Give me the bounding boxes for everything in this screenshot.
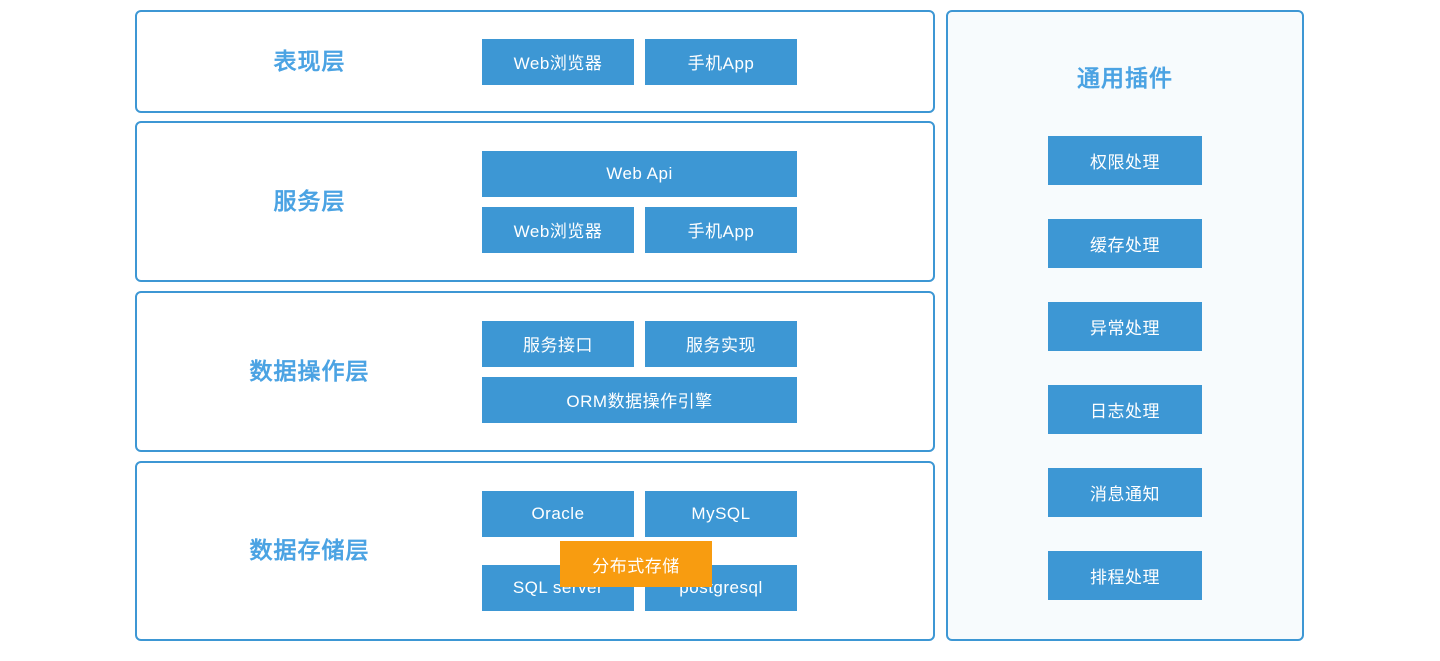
plugins-panel-title: 通用插件	[1077, 65, 1173, 91]
layer-title-data-operation: 数据操作层	[249, 357, 370, 384]
plugins-list: 权限处理 缓存处理 异常处理 日志处理 消息通知 排程处理	[948, 136, 1302, 600]
node-web-browser[interactable]: Web浏览器	[482, 206, 634, 253]
node-web-api[interactable]: Web Api	[482, 150, 797, 197]
node-oracle[interactable]: Oracle	[482, 491, 634, 537]
node-web-browser[interactable]: Web浏览器	[482, 38, 634, 85]
layer-title-data-storage: 数据存储层	[249, 537, 370, 564]
plugin-item-logging[interactable]: 日志处理	[1048, 385, 1202, 434]
node-service-implementation[interactable]: 服务实现	[645, 320, 797, 367]
plugin-item-message-notification[interactable]: 消息通知	[1048, 468, 1202, 517]
node-distributed-storage[interactable]: 分布式存储	[560, 541, 712, 587]
box-row: 服务接口 服务实现	[482, 320, 797, 367]
node-mysql[interactable]: MySQL	[645, 491, 797, 537]
layer-title-service: 服务层	[273, 187, 346, 214]
layer-title-presentation: 表现层	[273, 47, 346, 74]
layer-body-data-operation: 服务接口 服务实现 ORM数据操作引擎	[482, 320, 933, 423]
node-mobile-app[interactable]: 手机App	[645, 38, 797, 85]
layer-body-presentation: Web浏览器 手机App	[482, 38, 933, 85]
box-row: Web浏览器 手机App	[482, 38, 797, 85]
plugin-item-exception[interactable]: 异常处理	[1048, 302, 1202, 351]
plugin-item-cache[interactable]: 缓存处理	[1048, 219, 1202, 268]
layer-data-operation: 数据操作层 服务接口 服务实现 ORM数据操作引擎	[135, 291, 935, 452]
node-service-interface[interactable]: 服务接口	[482, 320, 634, 367]
plugin-item-scheduling[interactable]: 排程处理	[1048, 551, 1202, 600]
layer-service: 服务层 Web Api Web浏览器 手机App	[135, 121, 935, 282]
node-orm-engine[interactable]: ORM数据操作引擎	[482, 376, 797, 423]
plugins-panel: 通用插件 权限处理 缓存处理 异常处理 日志处理 消息通知 排程处理	[946, 10, 1304, 641]
node-mobile-app[interactable]: 手机App	[645, 206, 797, 253]
plugin-item-permission[interactable]: 权限处理	[1048, 136, 1202, 185]
layer-presentation: 表现层 Web浏览器 手机App	[135, 10, 935, 113]
box-row: Oracle MySQL	[482, 491, 797, 537]
box-row: Web浏览器 手机App	[482, 206, 797, 253]
layer-data-storage: 数据存储层 Oracle MySQL SQL server postgresql…	[135, 461, 935, 641]
layer-body-data-storage: Oracle MySQL SQL server postgresql 分布式存储	[482, 491, 933, 611]
box-row: Web Api	[482, 150, 797, 197]
layer-body-service: Web Api Web浏览器 手机App	[482, 150, 933, 253]
box-row: ORM数据操作引擎	[482, 376, 797, 423]
